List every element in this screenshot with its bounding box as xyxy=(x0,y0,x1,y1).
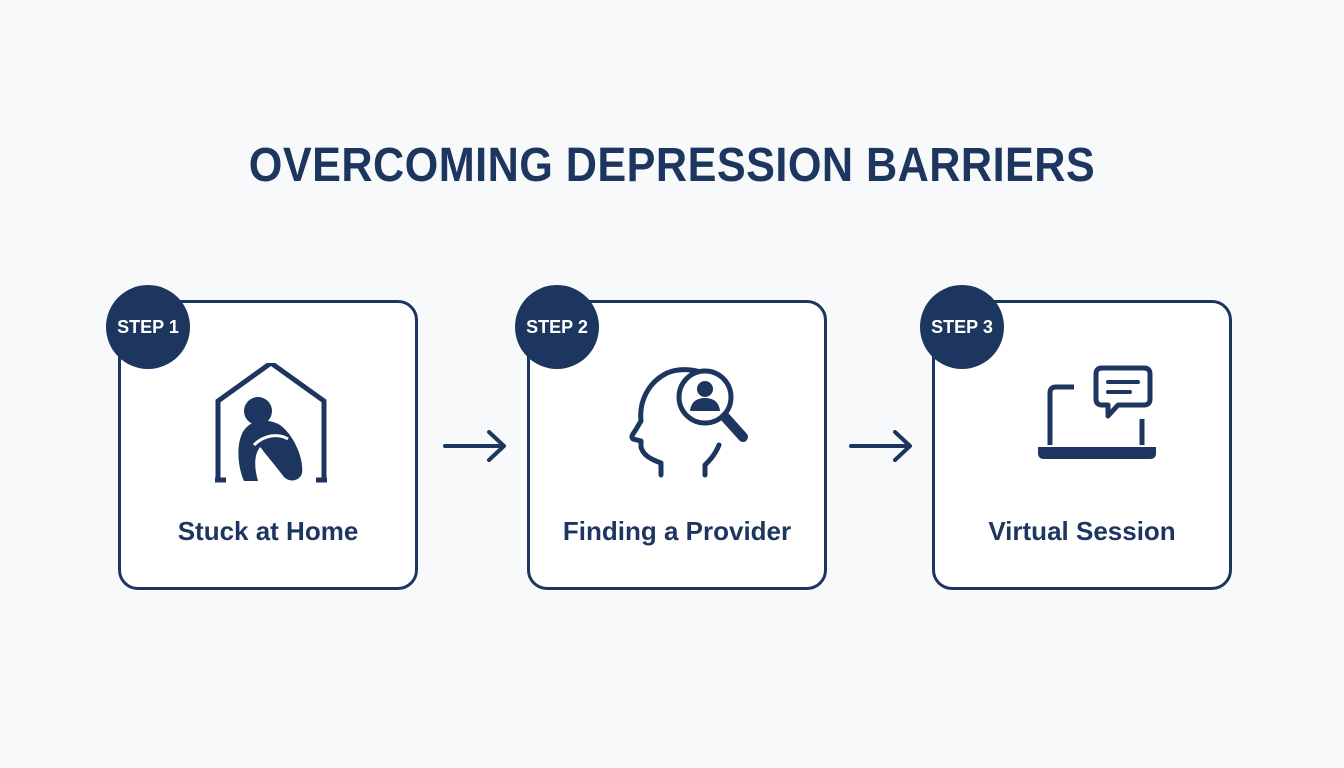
step-label-2: Finding a Provider xyxy=(562,516,792,546)
step-badge-3: STEP 3 xyxy=(920,285,1004,369)
step-label-1: Stuck at Home xyxy=(177,516,359,546)
arrow-right-icon xyxy=(443,430,506,462)
laptop-chat-icon xyxy=(1038,365,1156,459)
step-badge-2: STEP 2 xyxy=(515,285,599,369)
step-badge-1: STEP 1 xyxy=(106,285,190,369)
person-in-house-icon xyxy=(215,363,327,483)
head-magnifier-search-icon xyxy=(629,367,748,478)
page-title: OVERCOMING DEPRESSION BARRIERS xyxy=(248,139,1096,192)
step-label-3: Virtual Session xyxy=(988,516,1176,546)
step-card-1: STEP 1 Stuck at Home xyxy=(106,285,418,590)
step-card-3: STEP 3 Virtual Session xyxy=(920,285,1232,590)
step-card-2: STEP 2 Finding a Provider xyxy=(515,285,827,590)
arrow-right-icon xyxy=(849,430,912,462)
